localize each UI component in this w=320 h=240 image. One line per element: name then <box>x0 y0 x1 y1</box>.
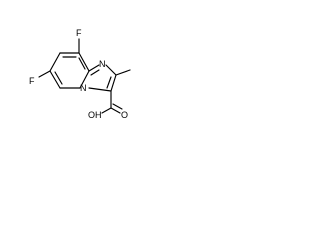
bond-c5-c6 <box>49 70 61 89</box>
label-nitrogen-bridge: N <box>80 83 87 93</box>
bond-c6-c7 <box>49 52 61 72</box>
molecule-structure: F F N N OH O <box>29 28 131 120</box>
bond-c8-c8a-inner <box>78 57 86 70</box>
bond-lines <box>38 38 131 114</box>
label-fluorine-top: F <box>76 28 82 38</box>
atom-labels: F F N N OH O <box>29 28 128 120</box>
bond-n1-c2 <box>105 64 117 76</box>
bond-c3-n4 <box>88 87 112 92</box>
label-nitrogen-ring: N <box>99 59 106 69</box>
bond-carboxyl-o-2 <box>112 103 123 110</box>
bond-c5-c6-inner <box>54 71 63 85</box>
bond-carboxyl-o-1 <box>110 107 121 114</box>
bond-c6-f <box>38 70 51 78</box>
bond-c8a-n1-inner <box>90 69 100 76</box>
bond-c2-c3-inner <box>106 76 112 89</box>
bond-c8-c8a <box>78 52 90 72</box>
label-carbonyl-oxygen: O <box>121 110 128 120</box>
bond-c2-methyl <box>115 69 131 76</box>
bond-c8a-n1 <box>88 64 100 72</box>
bond-c8a-n4 <box>79 70 90 89</box>
bond-carboxyl-oh <box>101 107 112 114</box>
label-hydroxyl: OH <box>88 110 102 120</box>
bond-c2-c3 <box>110 74 117 92</box>
label-fluorine-left: F <box>29 76 35 86</box>
